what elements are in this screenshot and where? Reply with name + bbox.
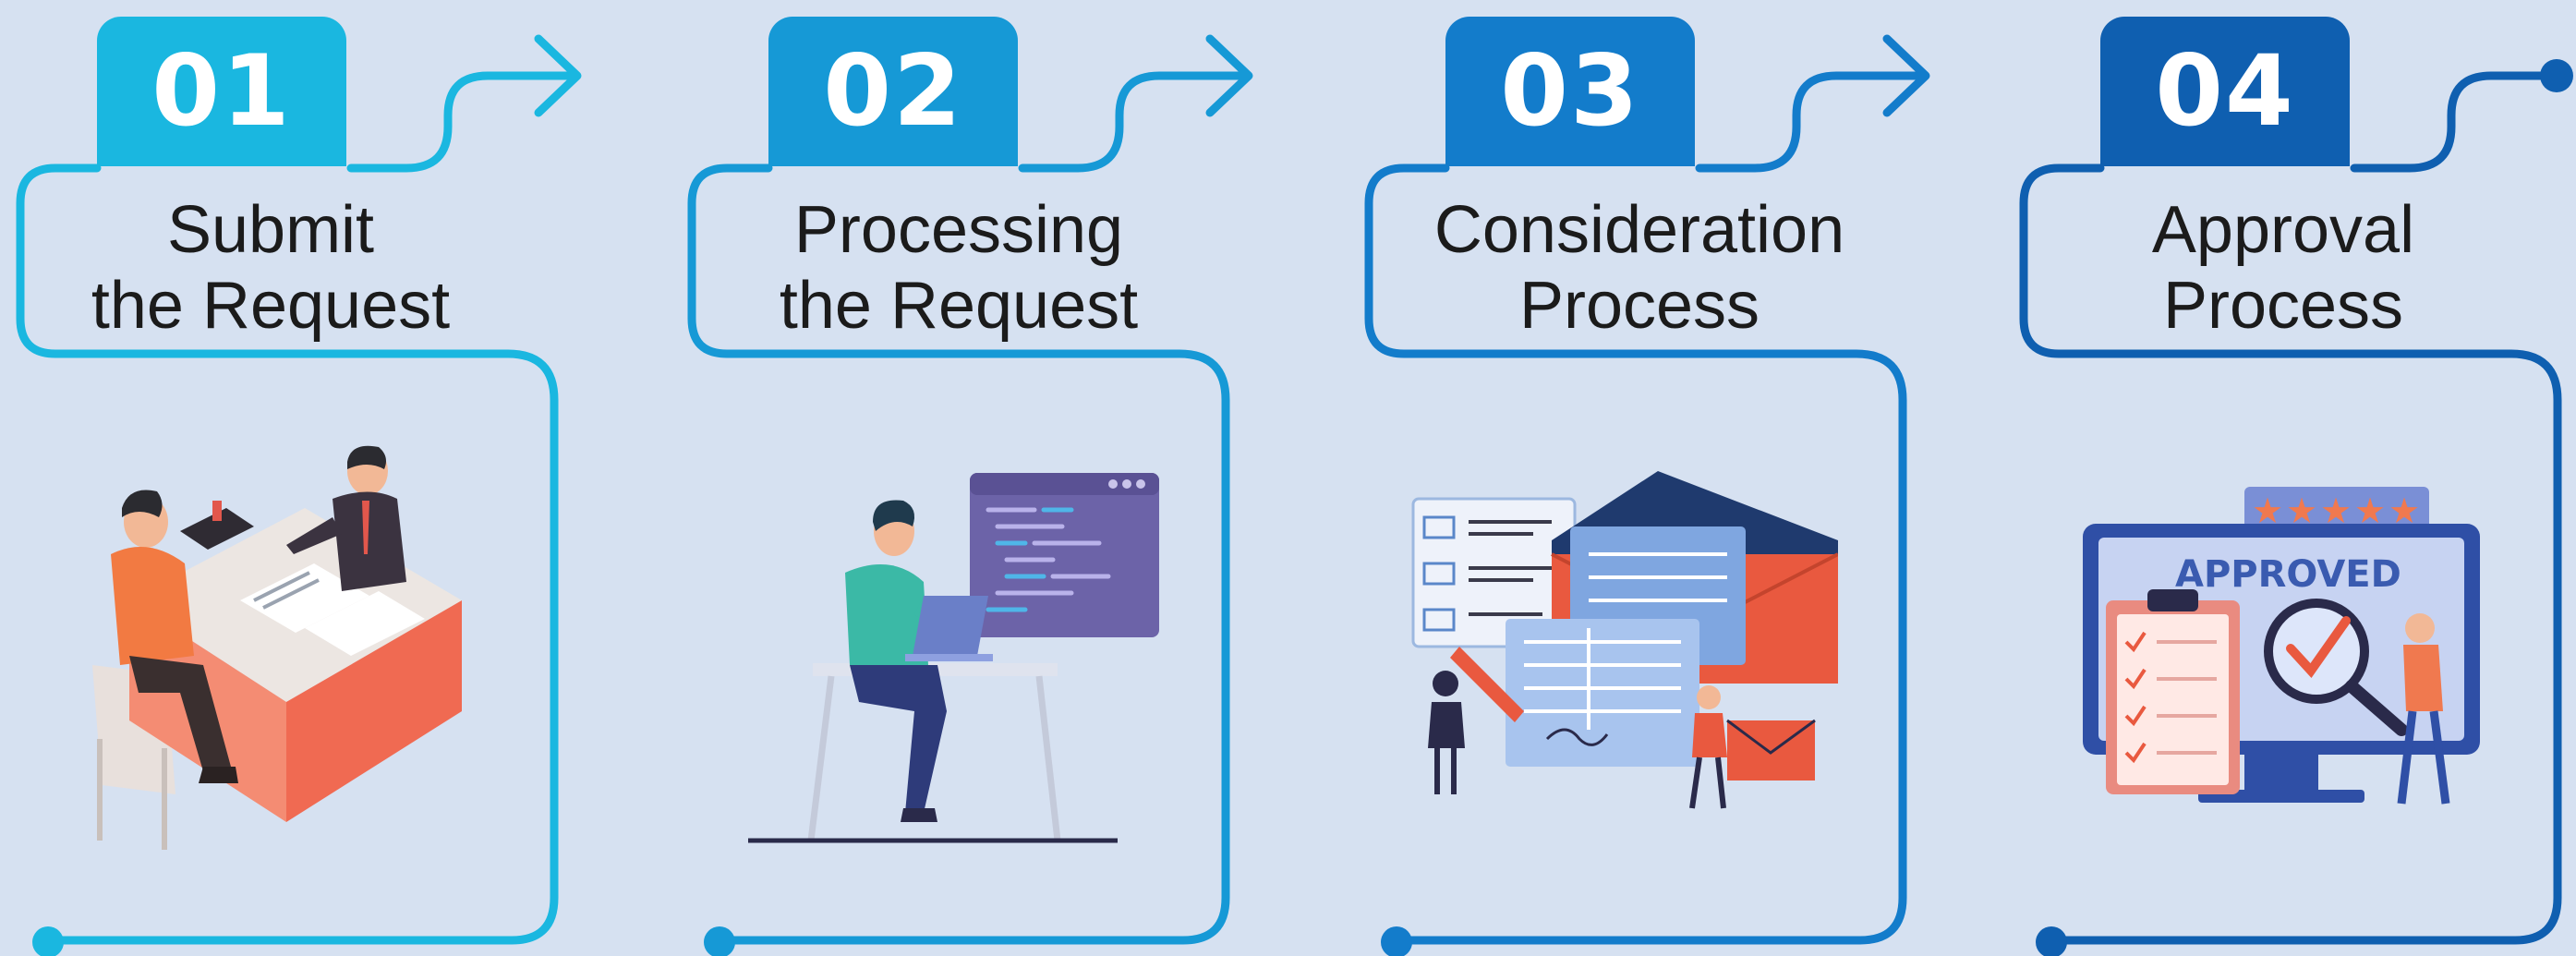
step-2-frame (687, 163, 1230, 945)
step-3-badge: 03 (1445, 17, 1695, 166)
step-2-arrow (1018, 34, 1253, 173)
processing-request-illustration (748, 473, 1159, 843)
step-3-arrow (1695, 34, 1930, 173)
step-3-frame (1364, 163, 1907, 945)
step-4-badge: 04 (2100, 17, 2350, 166)
step-2-title: Processing the Request (742, 192, 1176, 344)
step-2-dot (704, 926, 735, 956)
step-4-dot (2036, 926, 2067, 956)
step-1-title: Submit the Request (54, 192, 488, 344)
step-2-number: 02 (823, 34, 963, 148)
step-2-badge: 02 (768, 17, 1018, 166)
approved-stamp-text: APPROVED (2175, 553, 2401, 596)
step-2-title-line-2: the Request (779, 269, 1139, 343)
step-4-title-line-2: Process (2162, 269, 2404, 343)
step-4-frame (2019, 163, 2562, 945)
step-1-arrow (346, 34, 582, 173)
step-1-title-line-2: the Request (91, 269, 451, 343)
step-4-title-line-1: Approval (2151, 193, 2415, 267)
step-4-title: Approval Process (2066, 192, 2500, 344)
step-3-title-line-1: Consideration (1433, 193, 1845, 267)
step-3-dot (1381, 926, 1412, 956)
step-3-title: Consideration Process (1422, 192, 1856, 344)
step-3-number: 03 (1500, 34, 1640, 148)
step-4-end-dot (2540, 59, 2573, 92)
step-1-frame (16, 163, 559, 945)
step-3-title-line-2: Process (1518, 269, 1760, 343)
approval-process-illustration: ★★★★★ APPROVED (2083, 487, 2480, 805)
step-1-number: 01 (151, 34, 292, 148)
step-2-title-line-1: Processing (793, 193, 1124, 267)
step-1-badge: 01 (97, 17, 346, 166)
consideration-process-illustration (1411, 471, 1838, 809)
step-4-number: 04 (2155, 34, 2295, 148)
submit-request-illustration (92, 445, 462, 850)
step-4-arrow (2350, 71, 2554, 173)
step-1-title-line-1: Submit (166, 193, 375, 267)
step-1-dot (32, 926, 64, 956)
